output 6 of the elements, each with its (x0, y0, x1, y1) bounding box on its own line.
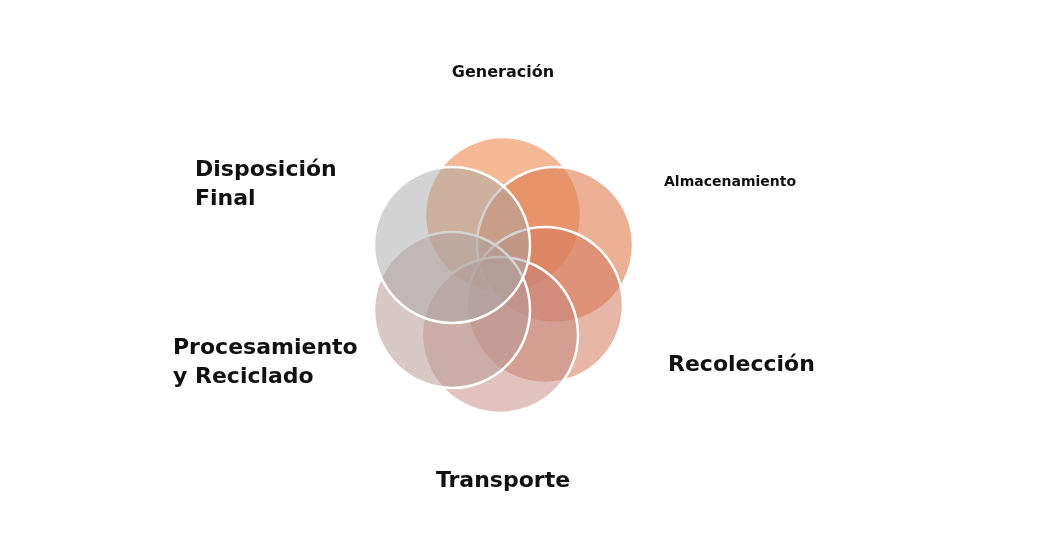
stage-label: Recolección (668, 350, 816, 378)
stage-label: Generación (450, 62, 556, 83)
stage-label: Disposición Final (195, 155, 338, 212)
stage-label: Procesamiento y Reciclado (173, 333, 359, 390)
stage-label: Almacenamiento (664, 172, 798, 191)
stage-label: Transporte (434, 466, 572, 494)
